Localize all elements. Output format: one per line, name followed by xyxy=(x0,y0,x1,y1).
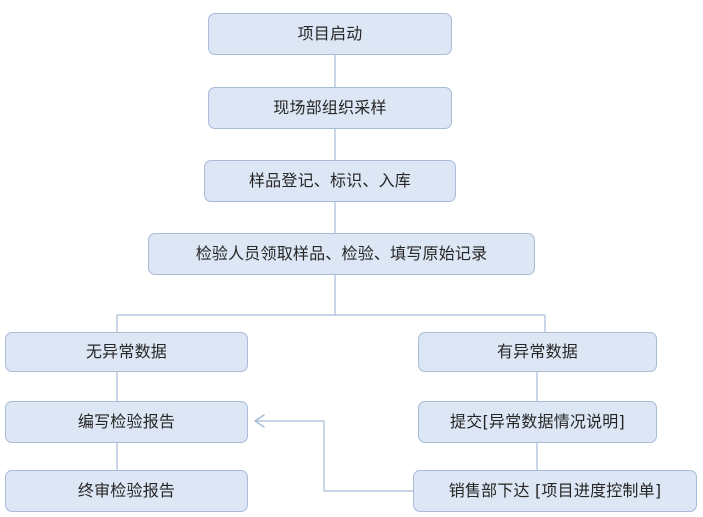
node-label: 现场部组织采样 xyxy=(273,98,387,118)
node-no-abnormal-data[interactable]: 无异常数据 xyxy=(5,332,248,372)
node-has-abnormal-data[interactable]: 有异常数据 xyxy=(418,332,657,372)
node-sample-registration[interactable]: 样品登记、标识、入库 xyxy=(204,160,456,202)
node-submit-abnormal-note[interactable]: 提交[异常数据情况说明] xyxy=(418,401,657,443)
node-field-sampling[interactable]: 现场部组织采样 xyxy=(208,87,452,129)
node-sales-issue-order[interactable]: 销售部下达 [项目进度控制单] xyxy=(413,470,697,512)
node-label: 检验人员领取样品、检验、填写原始记录 xyxy=(195,244,488,264)
connector-sales-order-feedback-to-write-report xyxy=(256,420,413,492)
node-final-report[interactable]: 终审检验报告 xyxy=(5,470,248,512)
node-label: 编写检验报告 xyxy=(77,412,176,432)
node-label: 样品登记、标识、入库 xyxy=(248,171,411,191)
node-label: 有异常数据 xyxy=(496,342,578,362)
node-write-report[interactable]: 编写检验报告 xyxy=(5,401,248,443)
node-inspection-record[interactable]: 检验人员领取样品、检验、填写原始记录 xyxy=(148,233,535,275)
node-label: 无异常数据 xyxy=(85,342,167,362)
arrowhead-icon xyxy=(254,414,265,428)
node-project-start[interactable]: 项目启动 xyxy=(208,13,452,55)
node-label: 销售部下达 [项目进度控制单] xyxy=(448,481,662,501)
node-label: 提交[异常数据情况说明] xyxy=(450,412,625,432)
node-label: 终审检验报告 xyxy=(77,481,176,501)
node-label: 项目启动 xyxy=(297,24,363,44)
